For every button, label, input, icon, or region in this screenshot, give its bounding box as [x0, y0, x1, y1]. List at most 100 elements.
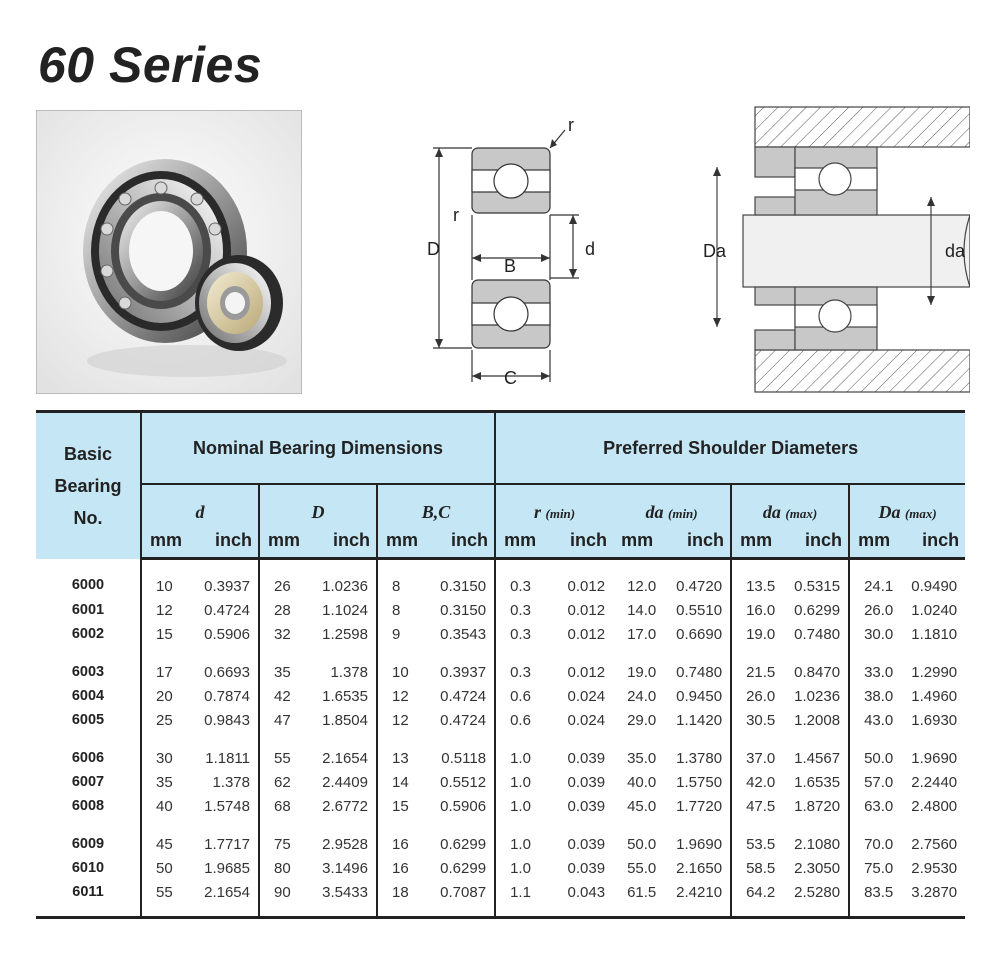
unit-mm-header: mm: [849, 523, 898, 560]
table-cell: 15: [156, 625, 173, 643]
bearing-number: 6008: [36, 794, 142, 818]
table-cell: 0.6299: [779, 598, 851, 622]
table-cell: 3.2870: [911, 883, 958, 901]
table-cell: 0.039: [567, 749, 606, 767]
table-cell: 9: [392, 625, 401, 643]
table-cell: 45: [156, 835, 173, 853]
table-cell: 0.3937: [425, 646, 497, 684]
table-cell: 0.3543: [425, 622, 497, 646]
bearing-photo: [36, 110, 302, 394]
table-cell: 1.4567: [779, 732, 851, 770]
table-cell: 70.0: [864, 835, 894, 853]
table-cell: 0.9490: [911, 577, 958, 595]
table-cell: 13: [392, 749, 409, 767]
table-cell: 2.4210: [661, 880, 733, 904]
table-cell: 17.0: [627, 625, 657, 643]
table-cell: 26.0: [746, 687, 776, 705]
table-cell: 10: [392, 663, 409, 681]
table-cell: 25: [156, 711, 173, 729]
table-cell: 30.0: [864, 625, 894, 643]
table-cell: 0.5512: [425, 770, 497, 794]
table-cell: 0.039: [567, 797, 606, 815]
table-cell: 1.7720: [661, 794, 733, 818]
table-cell: 0.5906: [189, 622, 260, 646]
table-cell: 0.3150: [425, 598, 497, 622]
table-cell: 24.1: [864, 577, 894, 595]
unit-inch-header: inch: [307, 523, 378, 560]
table-cell: 0.039: [567, 835, 606, 853]
table-cell: 1.2598: [307, 622, 378, 646]
table-cell: 28: [274, 601, 291, 619]
table-cell: 55: [274, 749, 291, 767]
bearing-number: 6010: [36, 856, 142, 880]
table-cell: 2.7560: [911, 835, 958, 853]
table-cell: 40.0: [627, 773, 657, 791]
table-cell: 0.3150: [425, 558, 497, 598]
table-cell: 75: [274, 835, 291, 853]
table-cell: 35.0: [627, 749, 657, 767]
table-cell: 40: [156, 797, 173, 815]
table-cell: 0.5315: [779, 558, 851, 598]
table-cell: 61.5: [627, 883, 657, 901]
symbol-header: D: [259, 484, 378, 523]
table-cell: 37.0: [746, 749, 776, 767]
table-cell: 1.0: [510, 749, 531, 767]
table-cell: 43.0: [864, 711, 894, 729]
table-cell: 17: [156, 663, 173, 681]
symbol-header: da (min): [613, 484, 733, 523]
table-cell: 0.5906: [425, 794, 497, 818]
table-cell: 2.1654: [307, 732, 378, 770]
table-cell: 12.0: [627, 577, 657, 595]
table-cell: 32: [274, 625, 291, 643]
bearing-number: 6003: [36, 646, 142, 684]
unit-inch-header: inch: [543, 523, 614, 560]
label-C: C: [504, 368, 517, 388]
table-cell: 12: [392, 687, 409, 705]
table-cell: 53.5: [746, 835, 776, 853]
table-cell: 1.2008: [779, 708, 851, 732]
table-cell: 1.1811: [189, 732, 260, 770]
table-cell: 0.039: [567, 859, 606, 877]
table-cell: 0.3: [510, 663, 531, 681]
unit-inch-header: inch: [779, 523, 851, 560]
table-cell: 62: [274, 773, 291, 791]
table-cell: 0.039: [567, 773, 606, 791]
table-cell: 3.5433: [307, 880, 378, 904]
nominal-dimensions-header: Nominal Bearing Dimensions: [141, 411, 497, 485]
table-cell: 0.012: [567, 625, 606, 643]
bearing-number: 6000: [36, 558, 142, 598]
table-cell: 1.7717: [189, 818, 260, 856]
table-cell: 0.3: [510, 601, 531, 619]
table-cell: 1.3780: [661, 732, 733, 770]
table-cell: 26: [274, 577, 291, 595]
table-cell: 0.6693: [189, 646, 260, 684]
table-cell: 13.5: [746, 577, 776, 595]
table-cell: 42.0: [746, 773, 776, 791]
table-cell: 55: [156, 883, 173, 901]
table-cell: 35: [274, 663, 291, 681]
bearing-number: 6011: [36, 880, 142, 904]
table-cell: 1.0: [510, 835, 531, 853]
table-cell: 10: [156, 577, 173, 595]
bearing-number: 6009: [36, 818, 142, 856]
table-cell: 1.0: [510, 773, 531, 791]
table-cell: 68: [274, 797, 291, 815]
table-cell: 35: [156, 773, 173, 791]
table-cell: 1.1420: [661, 708, 733, 732]
table-cell: 0.6299: [425, 856, 497, 880]
table-cell: 2.5280: [779, 880, 851, 904]
table-cell: 83.5: [864, 883, 894, 901]
table-cell: 90: [274, 883, 291, 901]
bearing-number: 6005: [36, 708, 142, 732]
table-cell: 0.5510: [661, 598, 733, 622]
table-cell: 21.5: [746, 663, 776, 681]
table-cell: 47: [274, 711, 291, 729]
table-cell: 1.8504: [307, 708, 378, 732]
table-cell: 8: [392, 601, 401, 619]
table-cell: 1.6535: [307, 684, 378, 708]
table-cell: 1.1024: [307, 598, 378, 622]
symbol-header: r (min): [533, 502, 576, 522]
